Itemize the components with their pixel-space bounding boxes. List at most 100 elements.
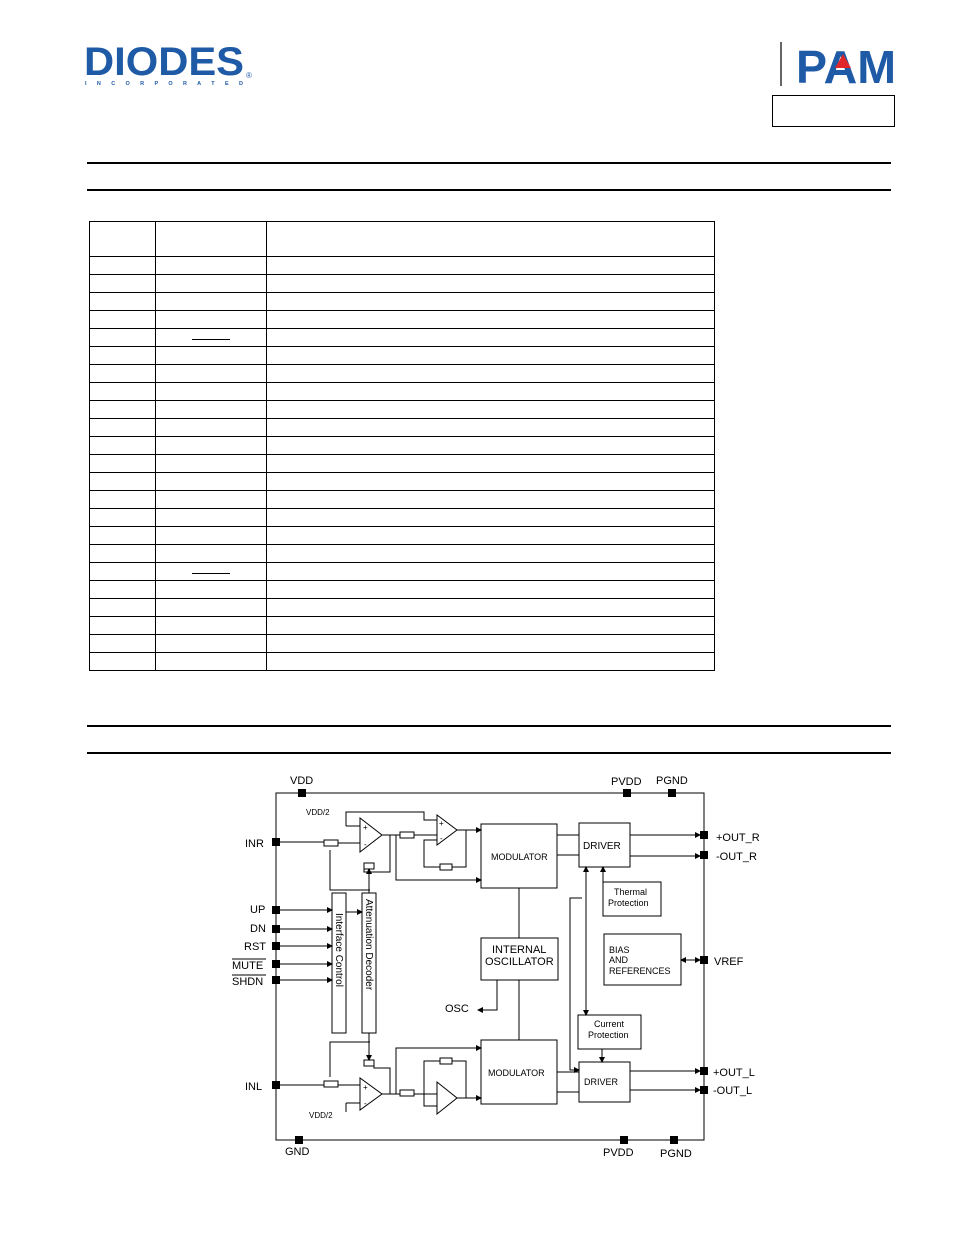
table-row: [89, 454, 715, 473]
oscillator-label-2: OSCILLATOR: [485, 956, 554, 968]
wire-mod-in-top: [395, 835, 482, 883]
pin-dn: [272, 925, 280, 933]
table-row: [89, 508, 715, 527]
pin-out-l-minus: [700, 1086, 708, 1094]
opamp-minus-sign: -: [440, 834, 443, 843]
table-row: [89, 256, 715, 275]
modulator-top-label: MODULATOR: [491, 852, 548, 862]
pin-vdd: [298, 789, 306, 797]
pam-logo-triangle: [835, 54, 851, 68]
modulator-bottom-label: MODULATOR: [488, 1068, 545, 1078]
wire-mod-driver-bottom: [557, 1071, 579, 1093]
pin-pgnd-top: [668, 789, 676, 797]
wire-osc-out: [477, 980, 498, 1013]
opamp-bottom-1: [359, 1077, 383, 1111]
table-row: [89, 364, 715, 383]
bias-label-2: AND: [609, 955, 629, 965]
resistor-bottom-output: [439, 1057, 453, 1065]
wire-mod-driver-top: [557, 834, 579, 856]
wire-feedback-top: [363, 835, 391, 873]
pin-out-l-plus: [700, 1067, 708, 1075]
current-label-1: Current: [594, 1019, 625, 1029]
section-rule-top-1: [87, 162, 891, 164]
table-row: [89, 400, 715, 419]
label-shdn: SHDN: [232, 976, 263, 988]
pin-description-table: [89, 221, 715, 671]
pin-shdn: [272, 976, 280, 984]
resistor-top-series: [399, 831, 415, 839]
wire-driver-cross: [569, 897, 582, 1073]
wire-mod-in-bottom: [395, 1045, 482, 1094]
table-row: [89, 634, 715, 653]
table-row: [89, 544, 715, 563]
table-row: [89, 292, 715, 311]
table-row: [89, 616, 715, 635]
thermal-label-2: Protection: [608, 898, 649, 908]
label-out-r-minus: -OUT_R: [716, 851, 757, 863]
pin-inl: [272, 1081, 280, 1089]
opamp-minus-sign: -: [364, 840, 367, 849]
pin-pvdd-top: [623, 789, 631, 797]
thermal-protection-block: [602, 881, 662, 917]
table-row: [89, 436, 715, 455]
label-out-l-plus: +OUT_L: [713, 1067, 755, 1079]
diodes-logo-text: DIODES: [84, 42, 244, 84]
table-row: [89, 346, 715, 365]
table-row: [89, 526, 715, 545]
table-row: [89, 652, 715, 671]
resistor-bottom-feedback: [363, 1059, 375, 1067]
potentiometer-top: [323, 839, 339, 847]
wire-feedback-bottom: [373, 1063, 391, 1094]
label-out-l-minus: -OUT_L: [713, 1085, 752, 1097]
registered-mark: ®: [246, 71, 252, 80]
label-pgnd-top: PGND: [656, 775, 688, 787]
pin-vref: [700, 956, 708, 964]
table-row: [89, 490, 715, 509]
opamp-bottom-2: [436, 1080, 458, 1116]
current-protection-block: [577, 1014, 642, 1050]
overbar-mark: [192, 573, 230, 574]
opamp-top-2: [436, 814, 458, 846]
pin-rst: [272, 942, 280, 950]
table-row: [89, 580, 715, 599]
overbar-mark: [192, 339, 230, 340]
label-mute: MUTE: [232, 960, 263, 972]
wire-vdd2-top: [345, 811, 437, 827]
resistor-bottom-series: [399, 1089, 415, 1097]
opamp-top-1: [359, 816, 383, 854]
section-rule-mid-1: [87, 725, 891, 727]
potentiometer-bottom: [323, 1080, 339, 1088]
wire-pot-wiper-top: [329, 850, 370, 891]
wire-feedback-2-bottom: [423, 1060, 467, 1107]
diodes-logo: DIODES ® I N C O R P O R A T E D: [84, 42, 252, 87]
table-row: [89, 562, 715, 581]
attenuation-decoder-label: Attenuation Decoder: [363, 899, 374, 991]
opamp-plus-sign: +: [363, 823, 368, 832]
label-rst: RST: [244, 941, 266, 953]
section-rule-top-2: [87, 189, 891, 191]
label-pgnd-bottom: PGND: [660, 1148, 692, 1160]
driver-bottom-label: DRIVER: [584, 1077, 619, 1087]
wire-vdd2-bottom: [345, 1102, 360, 1112]
pin-mute: [272, 960, 280, 968]
pam-logo: PAM: [780, 41, 896, 90]
label-pvdd-top: PVDD: [611, 776, 642, 788]
table-row: [89, 328, 715, 347]
section-rule-mid-2: [87, 752, 891, 754]
label-vref: VREF: [714, 956, 744, 968]
resistor-top-feedback: [363, 862, 375, 870]
opamp-plus-sign: +: [439, 819, 444, 828]
label-dn: DN: [250, 923, 266, 935]
opamp-minus-sign: -: [364, 1099, 367, 1108]
label-gnd: GND: [285, 1146, 310, 1158]
label-vdd2-bottom: VDD/2: [309, 1111, 333, 1120]
table-row: [89, 382, 715, 401]
oscillator-label-1: INTERNAL: [492, 944, 546, 956]
table-row: [89, 472, 715, 491]
table-row: [89, 598, 715, 617]
bias-label-1: BIAS: [609, 945, 630, 955]
label-out-r-plus: +OUT_R: [716, 832, 760, 844]
current-label-2: Protection: [588, 1030, 629, 1040]
wire-feedback-2-top: [423, 830, 467, 868]
table-header-row: [89, 221, 715, 257]
